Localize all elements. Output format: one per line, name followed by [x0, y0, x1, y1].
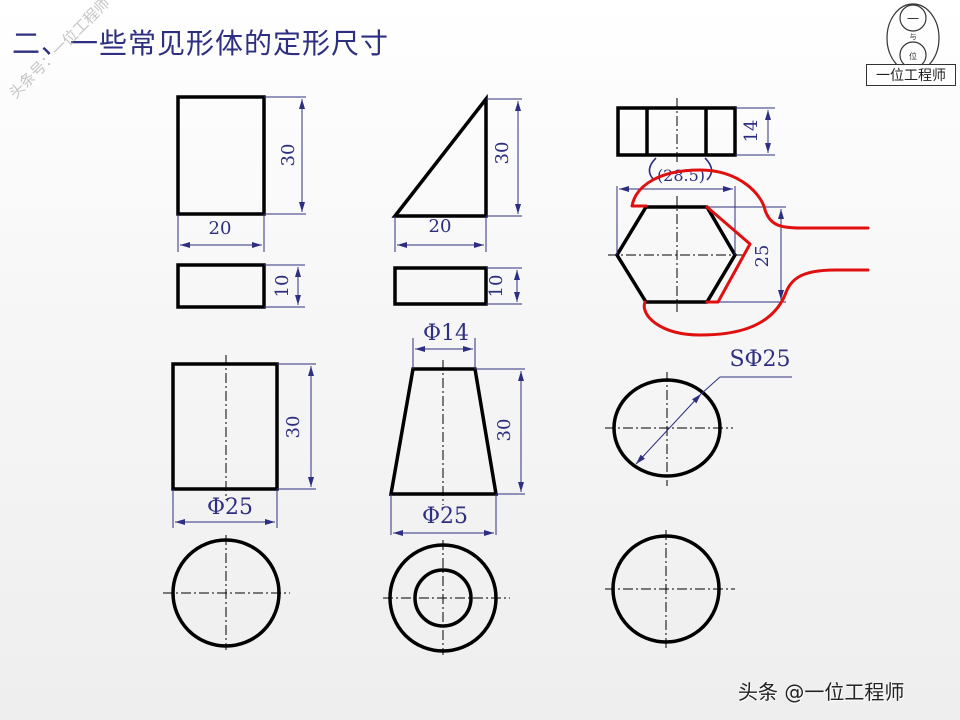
cylinder-height-label: 30	[283, 416, 304, 439]
frustum-drawing: Φ14 30 Φ25	[383, 321, 525, 655]
sphere-drawing: SΦ25	[605, 347, 792, 648]
footer-credit: 头条 @一位工程师	[738, 680, 905, 704]
wedge-depth-label: 10	[486, 275, 507, 298]
wrench-sketch	[630, 168, 870, 337]
wedge-width-label: 20	[429, 216, 452, 237]
logo-bottom-char: 位	[909, 51, 917, 61]
prism-depth-label: 10	[272, 275, 293, 298]
logo-label: 一位工程师	[866, 64, 956, 86]
slide-title: 二、一些常见形体的定形尺寸	[12, 27, 390, 60]
frustum-bottom-diameter-label: Φ25	[422, 504, 468, 529]
frustum-top-diameter-label: Φ14	[423, 321, 469, 346]
cylinder-diameter-label: Φ25	[207, 495, 253, 520]
prism-height-label: 30	[278, 144, 299, 167]
cylinder-drawing: 30 Φ25	[163, 355, 316, 650]
wedge-drawing: 20 30 10	[391, 93, 522, 306]
logo-middle-char: 与	[910, 33, 917, 41]
hex-height-label: 14	[741, 120, 762, 143]
hex-across-flats-label: 25	[752, 245, 773, 268]
frustum-height-label: 30	[494, 419, 515, 442]
wedge-height-label: 30	[492, 142, 513, 165]
hex-prism-drawing: 14 (28.5) 25	[608, 98, 870, 337]
prism-width-label: 20	[209, 218, 232, 239]
prism-drawing: 20 30 10	[176, 95, 306, 309]
sphere-diameter-label: SΦ25	[729, 347, 790, 372]
logo-top-char: 一	[907, 12, 919, 26]
